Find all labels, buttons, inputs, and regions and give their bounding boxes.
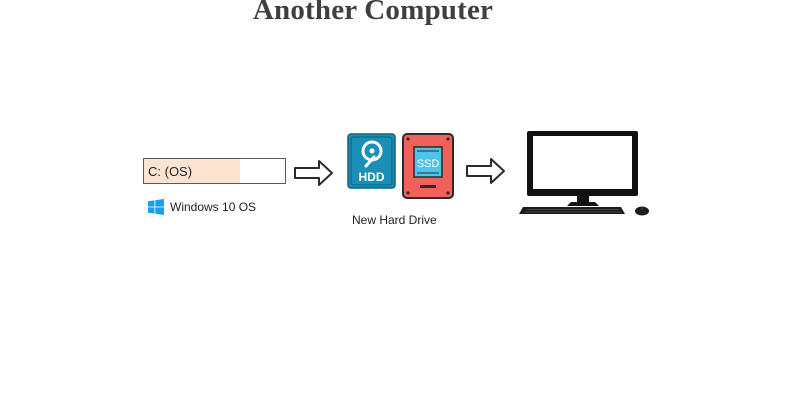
drive-label: C: (OS) bbox=[148, 164, 193, 179]
ssd-icon: SSD bbox=[402, 133, 454, 199]
page-title: Another Computer bbox=[252, 0, 494, 26]
os-row: Windows 10 OS bbox=[148, 199, 256, 215]
os-label: Windows 10 OS bbox=[170, 200, 257, 214]
new-hard-drive-label: New Hard Drive bbox=[352, 213, 437, 227]
arrow-right-icon bbox=[294, 160, 333, 186]
arrow-right-icon bbox=[466, 158, 505, 184]
desktop-computer-icon bbox=[519, 131, 649, 216]
windows-logo-icon bbox=[148, 199, 164, 215]
hdd-icon: HDD bbox=[347, 133, 396, 189]
hdd-text: HDD bbox=[359, 170, 385, 184]
source-drive-bar: C: (OS) bbox=[143, 158, 286, 184]
ssd-text: SSD bbox=[417, 158, 440, 170]
drive-usage-fill bbox=[144, 159, 240, 183]
